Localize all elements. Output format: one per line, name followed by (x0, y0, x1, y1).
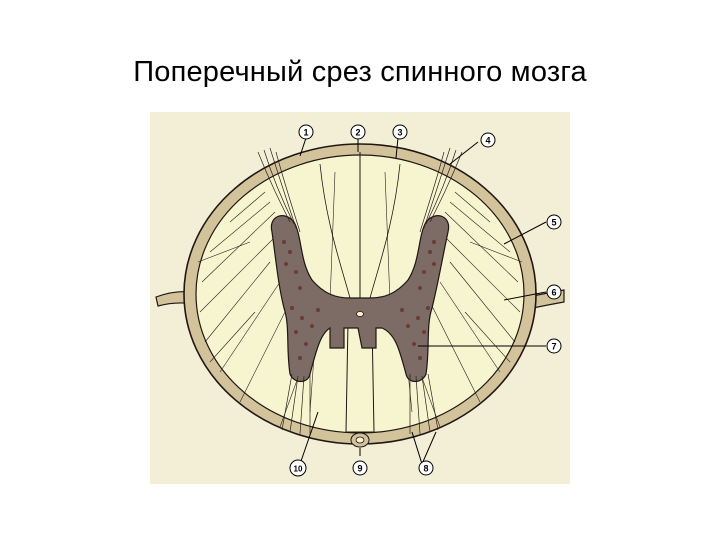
spinal-cord-cross-section-figure: 1 2 3 4 5 6 7 8 9 10 (150, 112, 570, 484)
ventral-root-fibers (281, 373, 439, 435)
right-posterior-column-border (369, 163, 401, 299)
dorsal-root-fibers (257, 147, 463, 233)
callout-10: 10 (289, 459, 307, 477)
callout-1: 1 (298, 124, 314, 140)
leader-lines (299, 137, 547, 465)
neuron-cell-bodies (282, 240, 436, 360)
central-canal (356, 311, 364, 317)
svg-text:3: 3 (397, 128, 402, 138)
svg-text:6: 6 (551, 288, 556, 298)
svg-text:9: 9 (357, 464, 362, 474)
callout-7: 7 (546, 338, 562, 354)
callout-3: 3 (392, 124, 408, 140)
svg-text:5: 5 (551, 218, 556, 228)
callout-2: 2 (350, 124, 366, 140)
left-posterior-column-border (319, 163, 351, 299)
spinal-cord-diagram: 1 2 3 4 5 6 7 8 9 10 (150, 112, 570, 484)
svg-text:10: 10 (294, 465, 303, 474)
callout-6: 6 (546, 284, 562, 300)
callout-4: 4 (480, 132, 496, 148)
svg-text:2: 2 (355, 128, 360, 138)
callout-8: 8 (418, 460, 434, 476)
callout-9: 9 (352, 460, 368, 476)
svg-text:7: 7 (551, 342, 556, 352)
callout-5: 5 (546, 214, 562, 230)
svg-text:8: 8 (423, 464, 428, 474)
anterior-spinal-vessel-lumen (355, 436, 365, 444)
svg-text:4: 4 (485, 136, 490, 146)
svg-text:1: 1 (303, 128, 308, 138)
slide-title: Поперечный срез спинного мозга (133, 56, 587, 88)
gray-matter (270, 215, 450, 383)
white-matter-fibers (197, 171, 523, 428)
